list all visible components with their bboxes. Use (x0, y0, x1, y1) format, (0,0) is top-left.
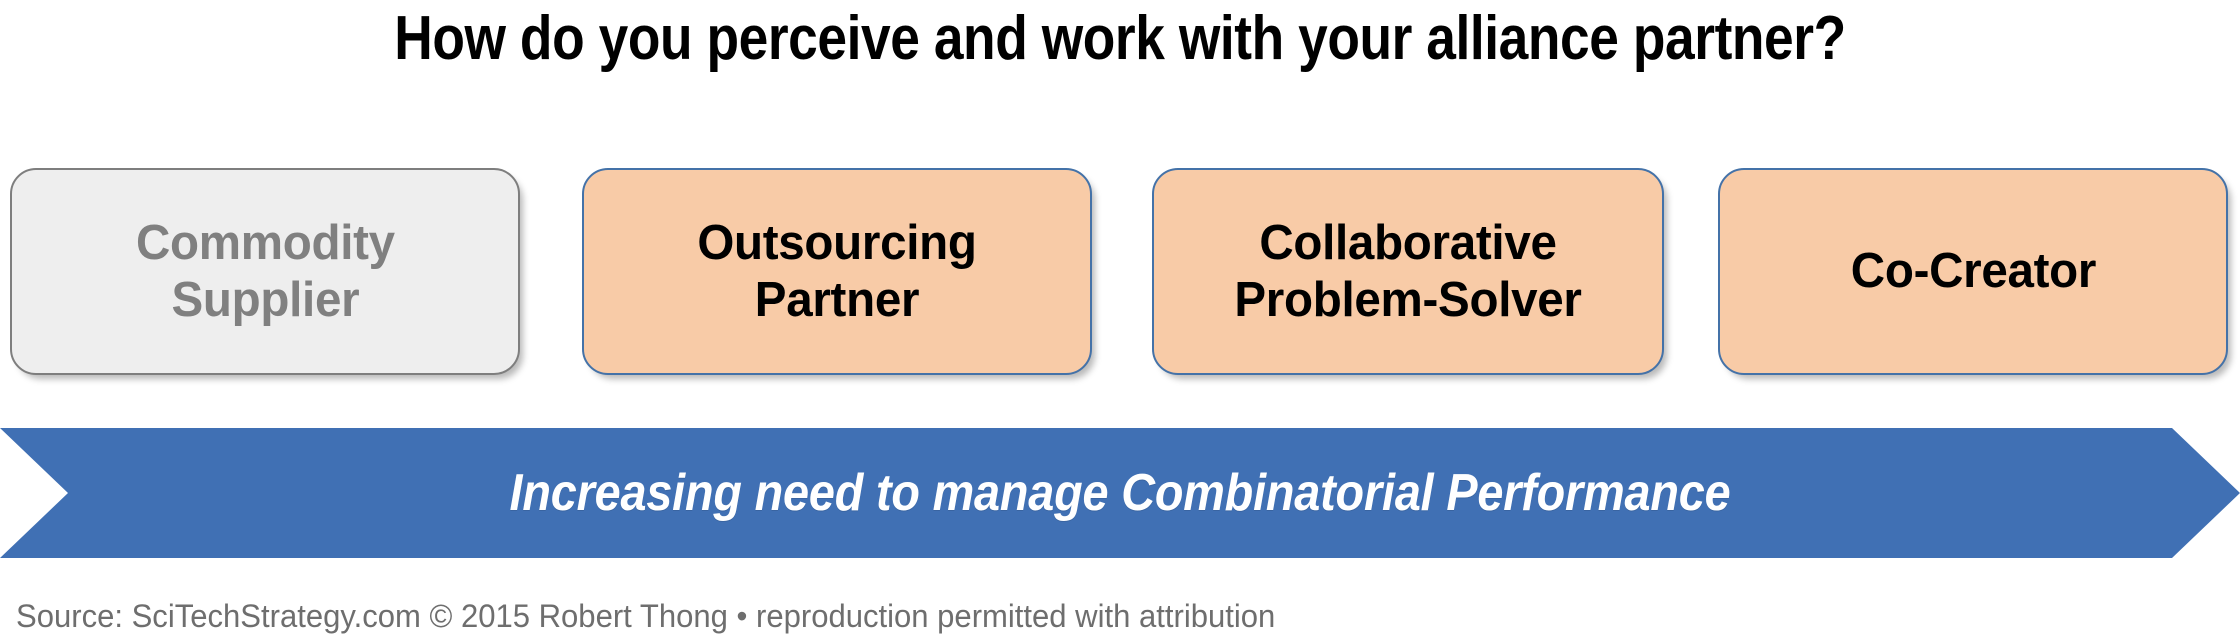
stage-box-label-line2: Supplier (171, 272, 359, 327)
arrow-banner: Increasing need to manage Combinatorial … (0, 428, 2240, 558)
double-arrow-icon (0, 428, 2240, 558)
page-title: How do you perceive and work with your a… (394, 4, 1846, 73)
stage-box-label-line1: Commodity (135, 215, 395, 270)
stage-box-label: Co-Creator (1841, 243, 2106, 300)
stage-box-label: Outsourcing Partner (688, 215, 987, 329)
stage-box-co-creator[interactable]: Co-Creator (1718, 168, 2228, 375)
stage-box-label: Collaborative Problem-Solver (1225, 215, 1592, 329)
stage-row: Commodity Supplier Outsourcing Partner C… (0, 168, 2240, 380)
stage-box-outsourcing-partner[interactable]: Outsourcing Partner (582, 168, 1092, 375)
stage-box-label-line2: Partner (754, 272, 920, 327)
stage-box-label: Commodity Supplier (126, 215, 404, 329)
stage-box-commodity-supplier[interactable]: Commodity Supplier (10, 168, 520, 375)
stage-box-collaborative-problem-solver[interactable]: Collaborative Problem-Solver (1152, 168, 1664, 375)
stage-box-label-line1: Outsourcing (697, 215, 977, 270)
stage-box-label-line1: Co-Creator (1850, 244, 2096, 298)
arrow-banner-label: Increasing need to manage Combinatorial … (509, 464, 1731, 522)
stage-box-label-line2: Problem-Solver (1234, 272, 1582, 327)
source-attribution: Source: SciTechStrategy.com © 2015 Rober… (16, 598, 1276, 634)
stage-box-label-line1: Collaborative (1259, 215, 1557, 270)
